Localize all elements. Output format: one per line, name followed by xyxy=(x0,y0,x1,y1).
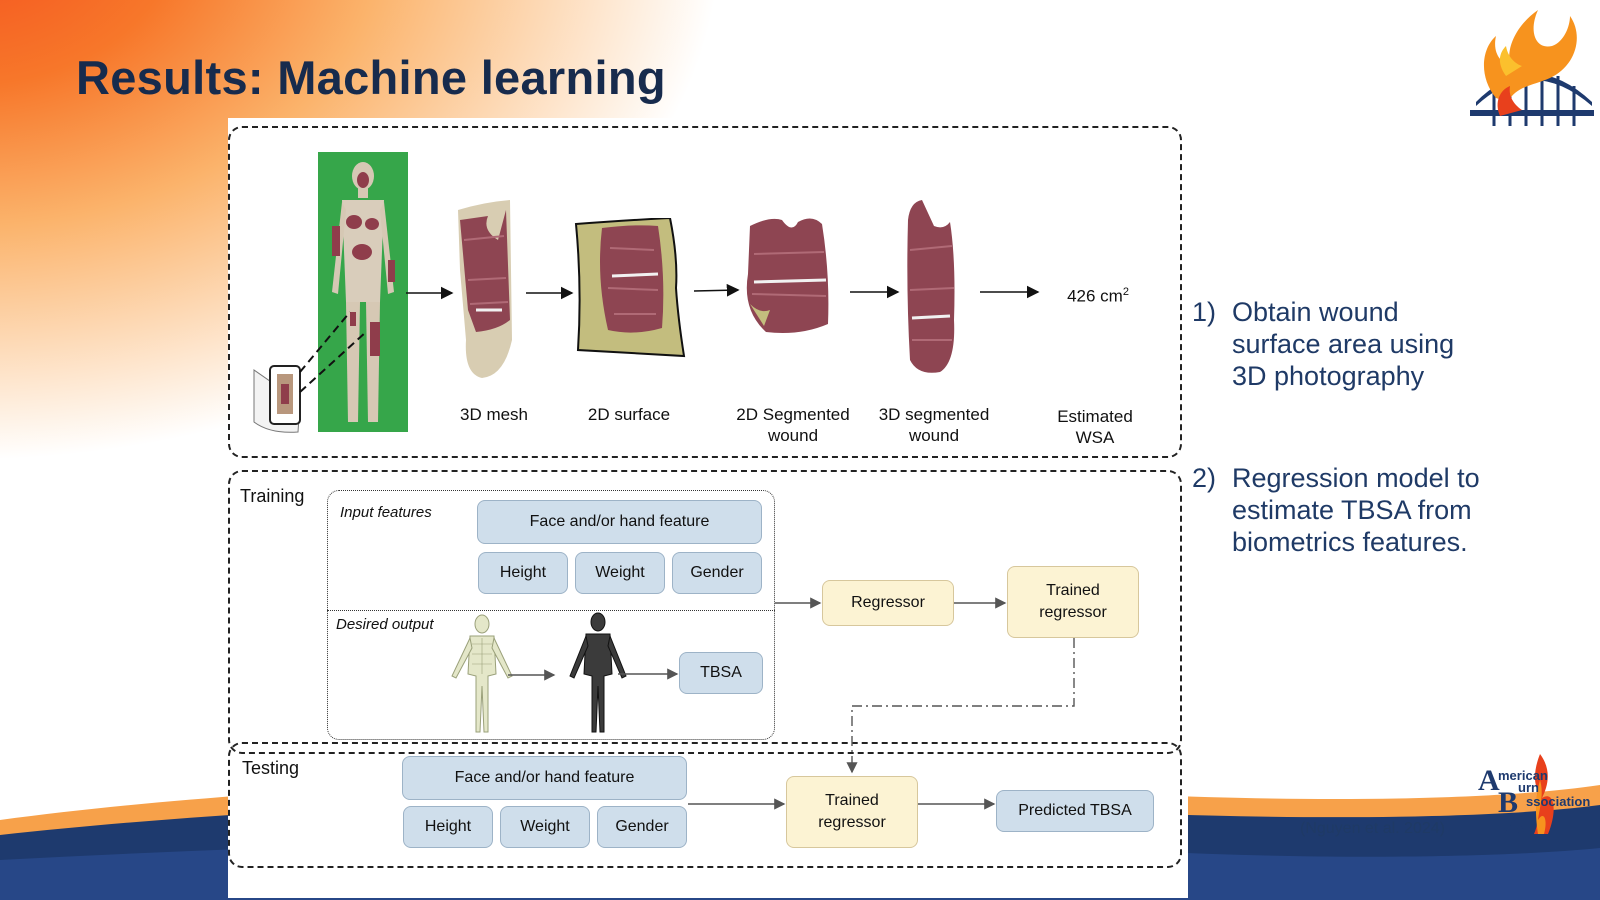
training-label: Training xyxy=(240,486,305,506)
wound-area-panel xyxy=(228,126,1182,458)
bullet-number: 1) xyxy=(1192,297,1217,327)
predicted-tbsa-box: Predicted TBSA xyxy=(996,790,1154,832)
body-mesh-dark xyxy=(569,612,627,733)
bullet-list: 1) Obtain wound surface area using 3D ph… xyxy=(1192,296,1482,600)
testing-face-hand-feature: Face and/or hand feature xyxy=(402,756,687,800)
step-2d-segmented-label: 2D Segmented wound xyxy=(736,405,850,445)
3d-mesh-image xyxy=(458,200,512,378)
2d-surface-image xyxy=(574,218,686,358)
pipeline-arrows xyxy=(406,283,1040,300)
phoenix-bridge-logo xyxy=(1470,10,1594,126)
training-gender: Gender xyxy=(672,552,762,594)
step-2d-surface-label: 2D surface xyxy=(587,405,671,424)
body-mesh-light xyxy=(451,614,513,733)
step-3d-mesh-label: 3D mesh xyxy=(459,405,529,424)
training-inner-panel xyxy=(327,490,775,740)
svg-text:merican: merican xyxy=(1498,768,1548,783)
training-panel xyxy=(228,470,1182,754)
input-features-label: Input features xyxy=(340,504,432,521)
svg-text:urn: urn xyxy=(1518,780,1539,795)
mannequin-photo xyxy=(253,152,408,433)
result-label: Estimated WSA xyxy=(1057,407,1133,447)
3d-segmented-wound-image xyxy=(907,200,955,373)
citation: (Nguyen et al. 2024) xyxy=(1300,820,1445,837)
training-face-hand-feature: Face and/or hand feature xyxy=(477,500,762,544)
result-value: 426 cm2 xyxy=(1067,286,1129,306)
training-tbsa: TBSA xyxy=(679,652,763,694)
bullet-item: 1) Obtain wound surface area using 3D ph… xyxy=(1192,296,1482,392)
2d-segmented-wound-image xyxy=(746,218,829,333)
testing-weight: Weight xyxy=(500,806,590,848)
ml-pipeline-diagram: 3D mesh 2D surface 2D Segmented wound 3D… xyxy=(228,118,1188,898)
bullet-number: 2) xyxy=(1192,463,1217,493)
slide-title: Results: Machine learning xyxy=(76,51,666,104)
regressor-box: Regressor xyxy=(822,580,954,626)
svg-text:A: A xyxy=(1504,808,1526,840)
bullet-item: 2) Regression model to estimate TBSA fro… xyxy=(1192,462,1482,558)
svg-text:A: A xyxy=(1478,764,1500,797)
bullet-text: Regression model to estimate TBSA from b… xyxy=(1232,463,1480,557)
svg-text:B: B xyxy=(1498,786,1518,819)
bullet-text: Obtain wound surface area using 3D photo… xyxy=(1232,297,1455,391)
training-weight: Weight xyxy=(575,552,665,594)
testing-panel xyxy=(228,742,1182,868)
testing-height: Height xyxy=(403,806,493,848)
step-3d-segmented-label: 3D segmented wound xyxy=(878,405,990,445)
model-arrows xyxy=(508,597,1075,810)
svg-text:ssociation: ssociation xyxy=(1526,794,1590,809)
desired-output-label: Desired output xyxy=(336,616,434,633)
american-burn-association-logo: A B A merican urn ssociation xyxy=(1478,754,1590,840)
testing-gender: Gender xyxy=(597,806,687,848)
trained-regressor-box: Trained regressor xyxy=(1007,566,1139,638)
training-height: Height xyxy=(478,552,568,594)
testing-trained-regressor-box: Trained regressor xyxy=(786,776,918,848)
training-divider xyxy=(327,610,775,611)
testing-label: Testing xyxy=(242,758,300,778)
